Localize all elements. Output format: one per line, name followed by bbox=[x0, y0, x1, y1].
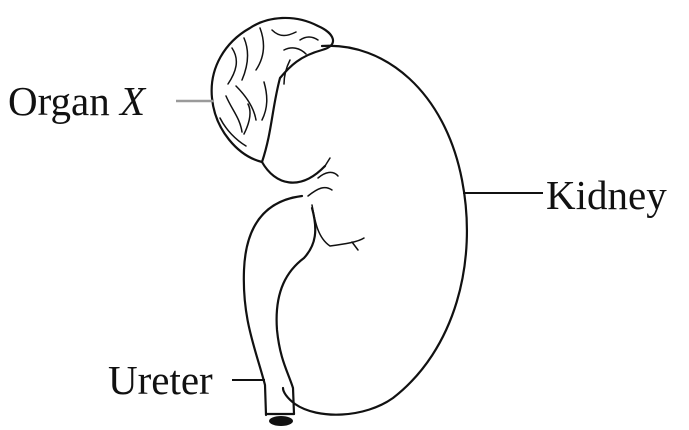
ureter-tube bbox=[244, 196, 302, 415]
organ-x-label: Organ X bbox=[8, 81, 145, 122]
organ-x-label-variable: X bbox=[120, 78, 145, 124]
kidney-hilum-edge bbox=[262, 162, 325, 183]
kidney-label: Kidney bbox=[546, 175, 667, 216]
ureter-tube-inner bbox=[277, 208, 316, 414]
kidney-outline bbox=[283, 46, 467, 415]
organ-x-folds bbox=[220, 28, 318, 146]
organ-x-label-prefix: Organ bbox=[8, 78, 110, 124]
ureter-opening bbox=[269, 416, 293, 426]
ureter-label: Ureter bbox=[108, 360, 213, 401]
organ-x-outline bbox=[212, 18, 333, 162]
renal-pelvis-branches bbox=[308, 158, 364, 250]
